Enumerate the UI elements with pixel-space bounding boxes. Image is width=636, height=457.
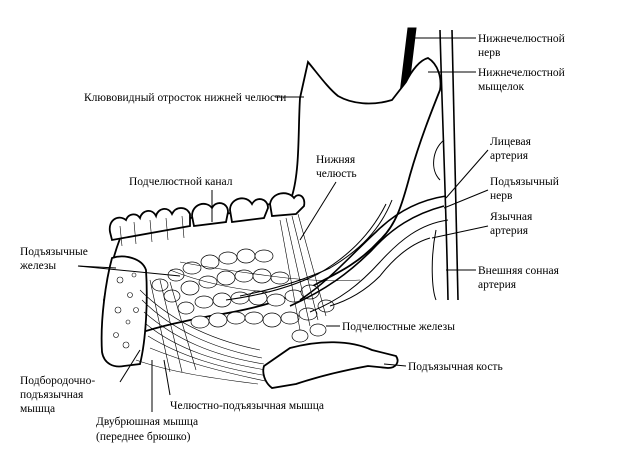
label-lingual-artery: Язычная артерия — [490, 211, 535, 237]
muscle-fibers — [135, 213, 327, 385]
labels: Нижнечелюстной нерв Нижнечелюстной мыщел… — [19, 33, 568, 443]
label-mandible: Нижняя челюсть — [316, 154, 358, 180]
label-hypoglossal-nerve: Подъязычный нерв — [490, 176, 562, 202]
label-sublingual-glands: Подъязычные железы — [19, 246, 91, 272]
label-external-carotid-artery: Внешняя сонная артерия — [478, 265, 562, 291]
label-digastric-muscle: Двубрюшная мышца (переднее брюшко) — [96, 416, 201, 443]
vessels — [169, 139, 449, 313]
hyoid-bone-shape — [262, 341, 399, 389]
label-submandibular-glands: Подчелюстные железы — [342, 321, 455, 333]
label-hyoid-bone: Подъязычная кость — [408, 361, 503, 373]
label-facial-artery: Лицевая артерия — [490, 136, 534, 162]
label-mandibular-nerve: Нижнечелюстной нерв — [478, 33, 568, 59]
mandible-illustration — [100, 27, 459, 389]
label-coronoid-process: Клювовидный отросток нижней челюсти — [84, 92, 286, 104]
bone-texture — [113, 272, 139, 349]
label-mylohyoid-muscle: Челюстно-подъязычная мышца — [170, 400, 324, 412]
label-mandibular-condyle: Нижнечелюстной мыщелок — [478, 67, 568, 93]
label-submandibular-canal: Подчелюстной канал — [129, 176, 233, 188]
label-geniohyoid-muscle: Подбородочно- подъязычная мышца — [20, 375, 98, 415]
teeth — [108, 192, 306, 247]
leader-lines — [77, 37, 489, 412]
symphysis — [100, 255, 148, 368]
glands — [151, 248, 335, 343]
